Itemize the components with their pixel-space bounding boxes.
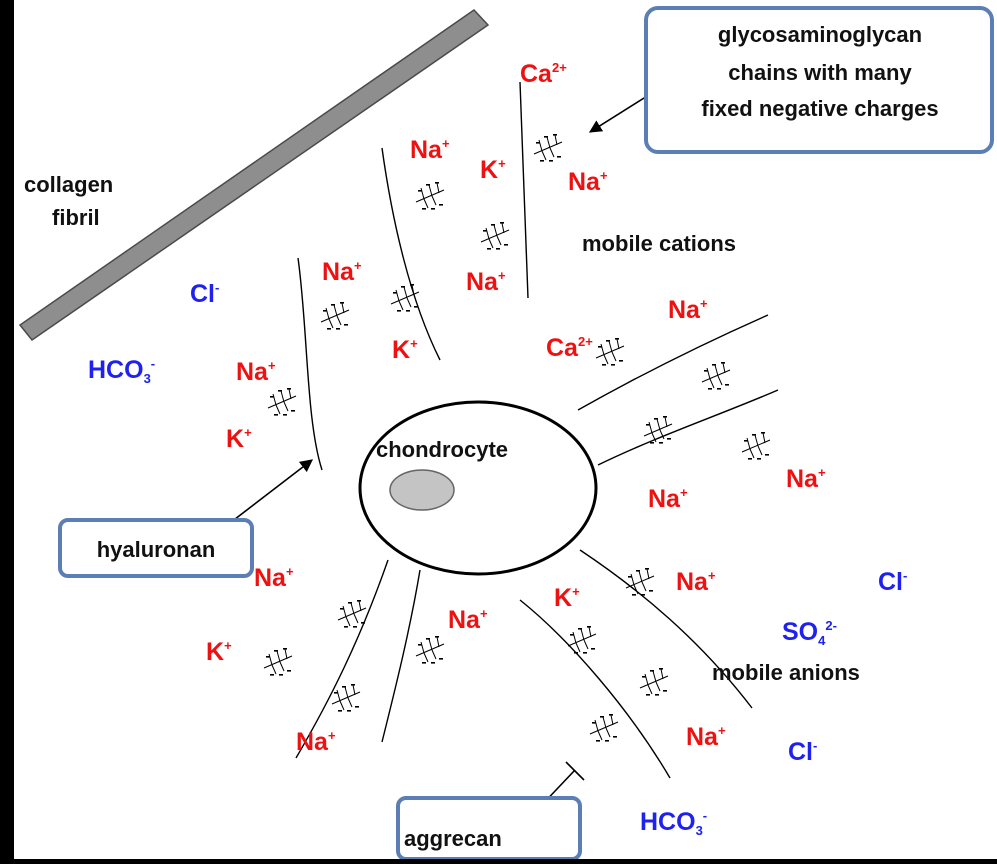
collagen-label-line1: collagen: [24, 172, 113, 197]
mobile-anions-label: mobile anions: [712, 660, 860, 685]
gag-brush: [337, 600, 367, 628]
gag-brush: [267, 388, 297, 416]
hyaluronan-arrow: [225, 459, 314, 527]
collagen-label-line2: fibril: [52, 205, 100, 230]
chondrocyte-cell: [358, 400, 598, 576]
gag-brush: [320, 302, 350, 330]
hyaluronan-label: hyaluronan: [97, 537, 216, 562]
gag-brush: [415, 182, 445, 210]
ion-hco3-1: HCO3-: [88, 356, 155, 386]
ion-na-2: Na+: [568, 168, 608, 196]
gag-brush: [415, 636, 445, 664]
ion-na-6: Na+: [236, 358, 276, 386]
gag-brush: [701, 362, 731, 390]
gag-brush: [741, 432, 771, 460]
hyaluronan-callout-box: [58, 518, 254, 578]
ion-k-3: K+: [226, 425, 252, 453]
ion-na-11: Na+: [448, 606, 488, 634]
ion-labels: Ca2+ Na+ K+ Na+ Na+ Na+ Cl- Na+ Ca2+ K+ HCO3- Na+ K+…: [88, 60, 907, 838]
chain-strand: [519, 599, 671, 779]
ion-na-10: Na+: [676, 568, 716, 596]
chain-strand: [297, 257, 323, 471]
gag-brush: [390, 284, 420, 312]
gag-brush: [480, 222, 510, 250]
ion-so4: SO42-: [782, 618, 837, 648]
gag-brush: [263, 648, 293, 676]
ion-cl-1: Cl-: [190, 280, 219, 308]
ion-ca-mid: Ca2+: [546, 334, 593, 362]
gag-brush: [625, 568, 655, 596]
aggrecan-label: aggrecan: [404, 826, 502, 851]
gag-brush: [567, 626, 597, 654]
gag-brush: [589, 714, 619, 742]
ion-cl-2: Cl-: [878, 568, 907, 596]
ion-ca-top: Ca2+: [520, 60, 567, 88]
gag-label-line1: glycosaminoglycan: [718, 22, 922, 47]
gag-label-line3: fixed negative charges: [701, 96, 938, 121]
ion-na-13: Na+: [296, 728, 336, 756]
chain-strand: [519, 81, 529, 299]
chondrocyte-nucleus: [389, 469, 455, 511]
gag-brush: [533, 134, 563, 162]
ion-na-3: Na+: [322, 258, 362, 286]
collagen-fibril: [18, 9, 490, 342]
chain-strand: [381, 569, 421, 743]
ion-na-5: Na+: [668, 296, 708, 324]
gag-brush: [639, 668, 669, 696]
chain-strand: [381, 147, 441, 361]
gag-brush: [331, 684, 361, 712]
ion-k-5: K+: [206, 638, 232, 666]
chain-strand: [577, 314, 769, 411]
ion-na-7: Na+: [786, 465, 826, 493]
ion-cl-3: Cl-: [788, 738, 817, 766]
gag-callout-box: [644, 6, 994, 154]
gag-brush: [643, 416, 673, 444]
ion-k-2: K+: [392, 336, 418, 364]
ion-na-8: Na+: [648, 485, 688, 513]
ion-k-1: K+: [480, 156, 506, 184]
ion-hco3-2: HCO3-: [640, 808, 707, 838]
ion-k-4: K+: [554, 584, 580, 612]
gag-brushes: [263, 134, 771, 742]
ion-na-4: Na+: [466, 268, 506, 296]
gag-brush: [595, 338, 625, 366]
chain-strand: [295, 559, 389, 759]
mobile-cations-label: mobile cations: [582, 231, 736, 256]
chain-strand: [579, 549, 753, 709]
ion-na-12: Na+: [686, 723, 726, 751]
chondrocyte-label: chondrocyte: [376, 437, 508, 462]
gag-label-line2: chains with many: [728, 60, 912, 85]
ion-na-1: Na+: [410, 136, 450, 164]
aggrecan-chains: [295, 81, 779, 779]
ion-na-9: Na+: [254, 564, 294, 592]
chain-strand: [597, 389, 779, 466]
